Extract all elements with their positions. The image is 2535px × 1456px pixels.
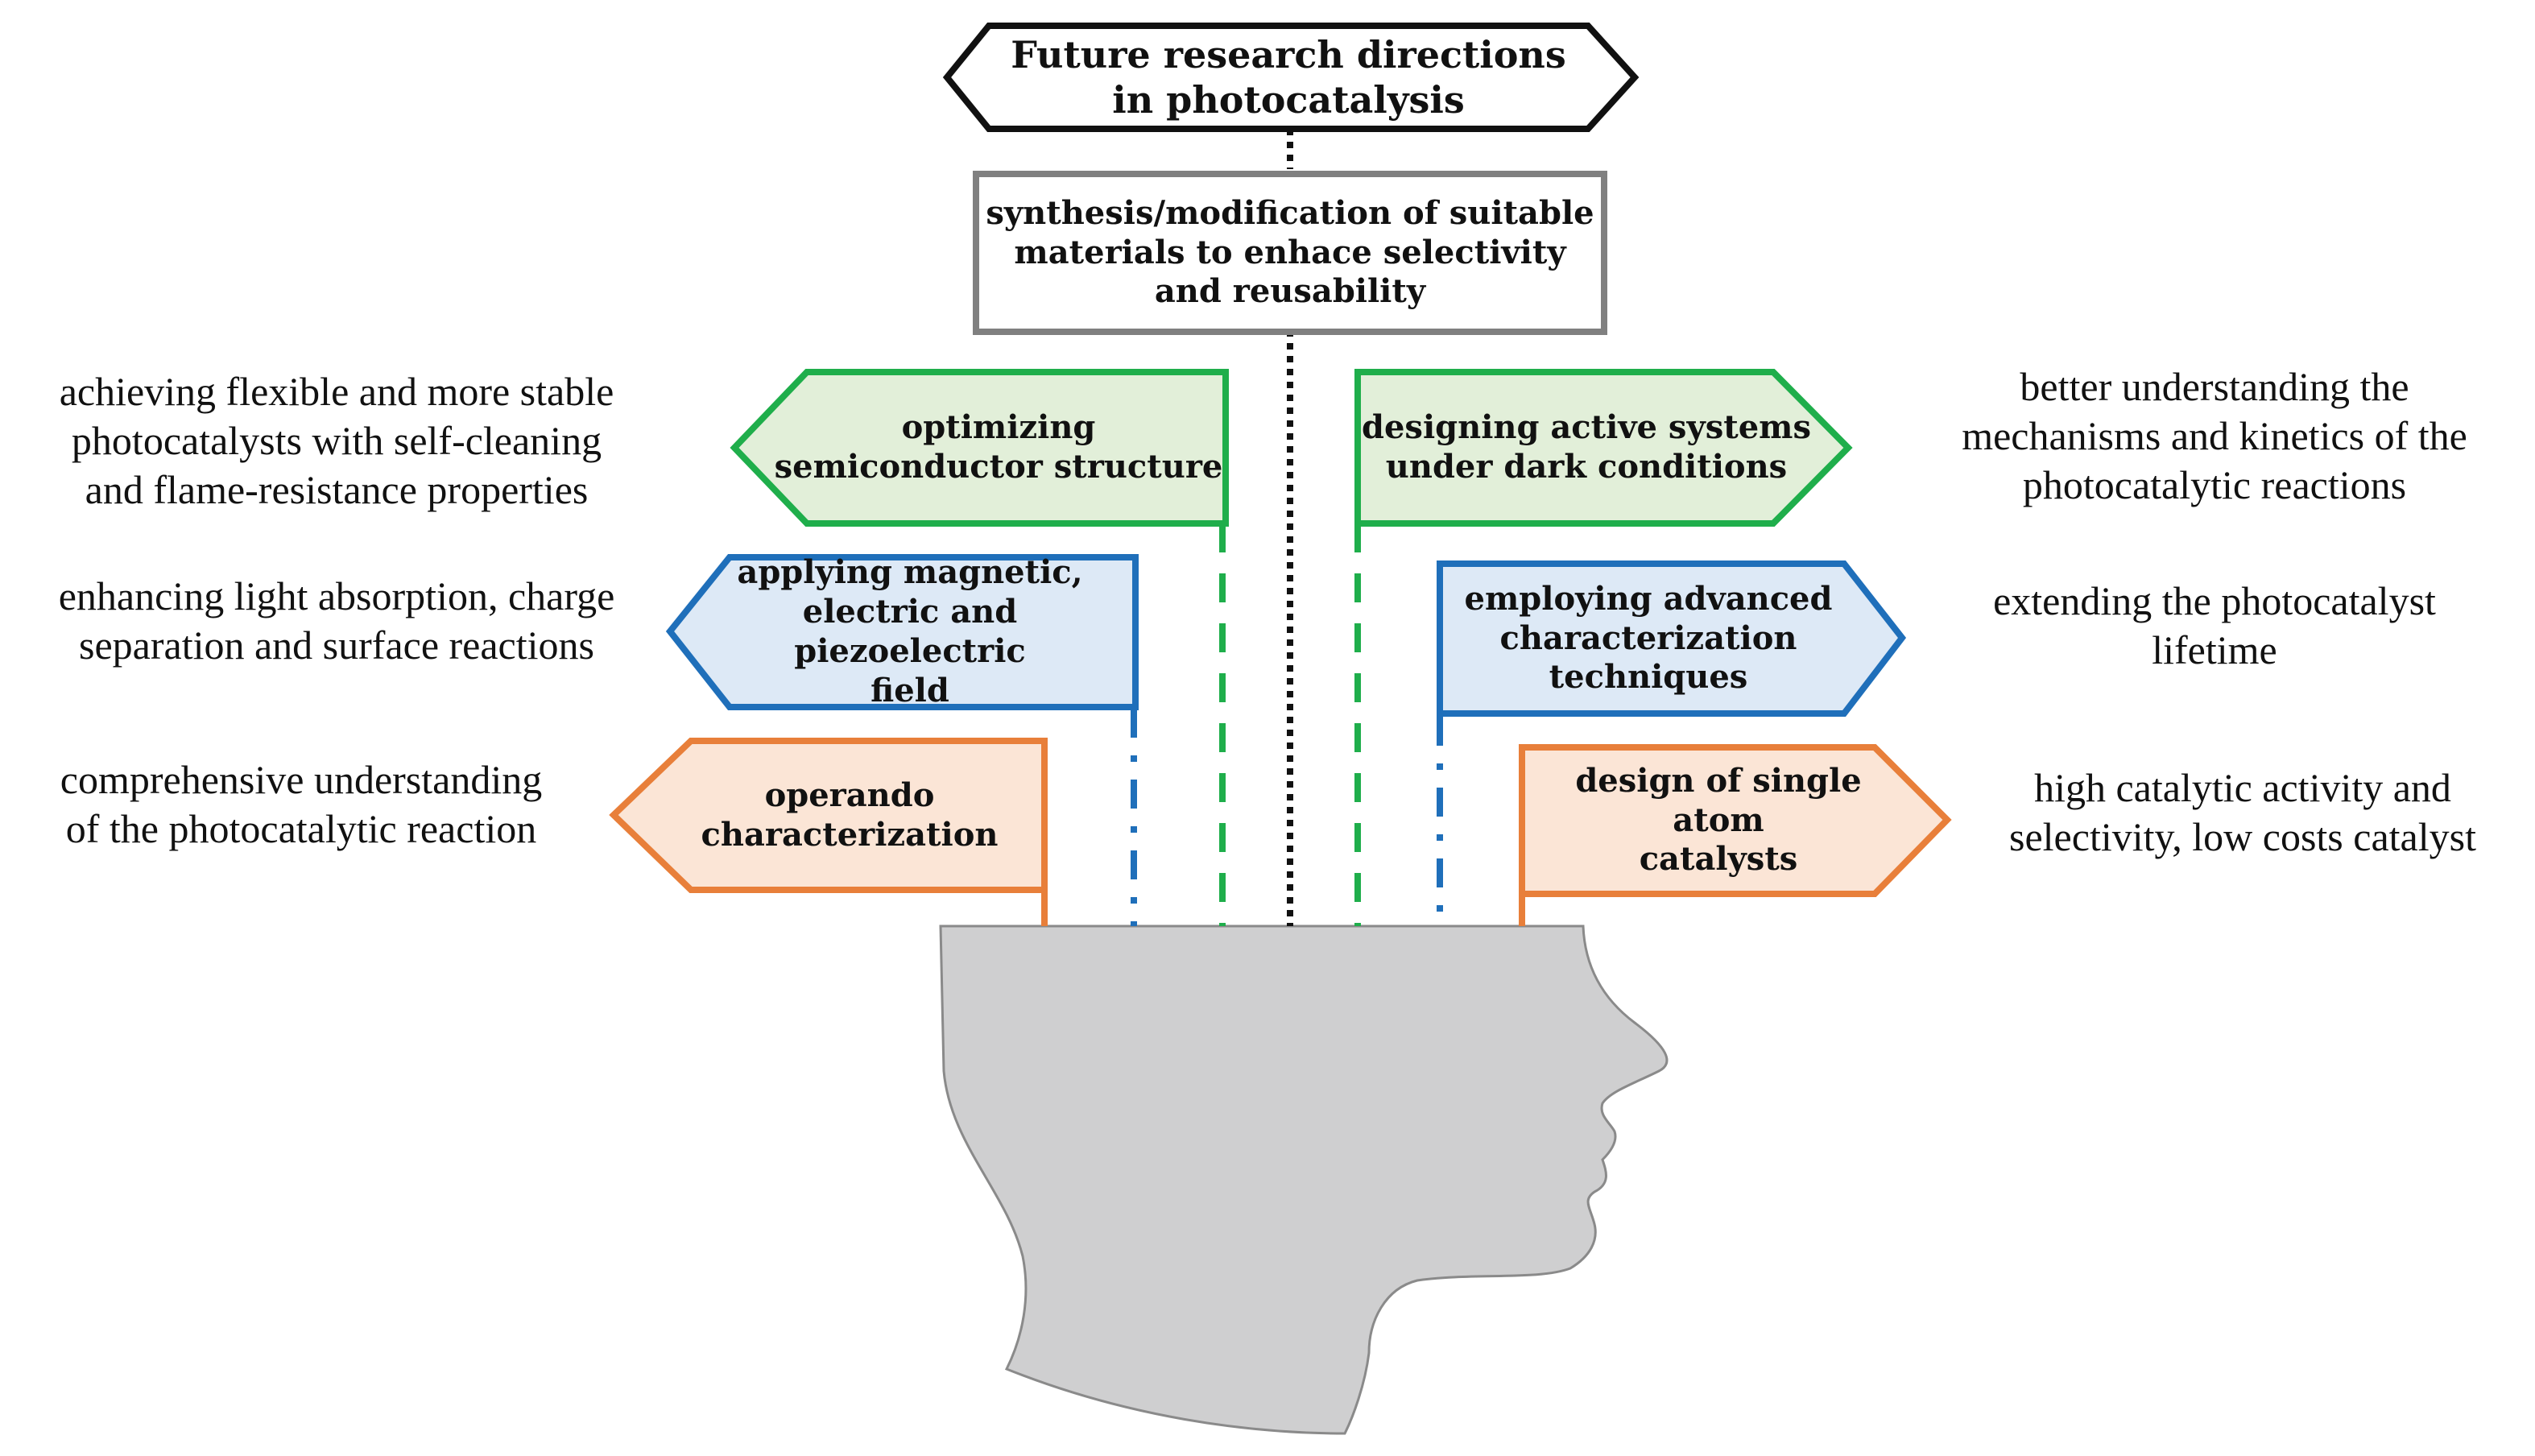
right-arrow-1 [1354,369,1853,527]
right-box-2-text: employing advanced characterization tech… [1464,579,1833,697]
right-note-2: extending the photocatalyst lifetime [1993,578,2436,672]
right-arrow-2 [1437,560,1907,717]
center-box-text: synthesis/modification of suitable mater… [986,193,1594,311]
left-arrow-2 [665,554,1139,710]
left-arrow-1 [730,369,1229,527]
title-text: Future research directions in photocatal… [1011,32,1566,122]
right-note-1: better understanding the mechanisms and … [1962,364,2467,507]
right-box-1-text: designing active systems under dark cond… [1362,408,1811,486]
right-arrow-3 [1519,744,1952,897]
center-box [973,171,1607,335]
left-note-3: comprehensive understanding of the photo… [60,757,543,851]
right-note-3: high catalytic activity and selectivity,… [2009,765,2476,859]
left-note-2: enhancing light absorption, charge separ… [58,573,615,668]
head-silhouette [939,924,1669,1435]
left-box-1-text: optimizing semiconductor structure [774,408,1223,486]
title-hexagon [942,23,1640,132]
left-box-3-text: operando characterization [701,776,999,854]
left-arrow-3 [609,738,1048,893]
right-box-3-text: design of single atom catalysts [1575,761,1862,879]
left-box-2-text: applying magnetic, electric and piezoele… [737,553,1083,709]
left-note-1: achieving flexible and more stable photo… [59,369,614,512]
